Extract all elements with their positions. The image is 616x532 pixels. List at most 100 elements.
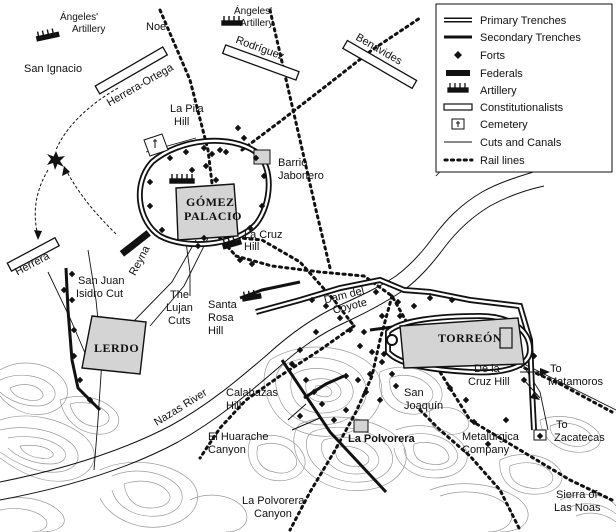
explosion-star-icon — [47, 151, 65, 170]
label-noe: Noe — [146, 21, 166, 33]
fort-icon — [310, 388, 318, 396]
fort-icon — [336, 314, 344, 322]
fort-icon — [260, 172, 268, 180]
legend-label-primary-trenches: Primary Trenches — [480, 15, 567, 27]
benavides-bar — [341, 39, 418, 90]
fort-icon — [394, 298, 402, 306]
fort-icon — [86, 396, 94, 404]
fort-icon — [296, 412, 304, 420]
fort-icon — [296, 346, 304, 354]
fort-icon — [446, 384, 454, 392]
label-angeles-artillery-1: Ángeles'Artillery — [60, 10, 105, 35]
fort-icon — [342, 372, 350, 380]
fort-icon — [248, 260, 256, 268]
fort-icon — [376, 396, 384, 404]
fort-icon — [372, 288, 380, 296]
rodriguez-bar — [221, 44, 300, 81]
fort-icon — [68, 296, 76, 304]
fort-icon — [240, 134, 248, 142]
label-san-ignacio: San Ignacio — [24, 63, 82, 75]
legend-constitutionalists-swatch — [443, 103, 473, 111]
fort-icon — [194, 242, 202, 250]
fort-icon — [60, 286, 68, 294]
fort-icon — [410, 302, 418, 310]
fort-icon — [346, 326, 354, 334]
label-la-polvorera: La Polvorera — [348, 433, 416, 445]
fort-icon — [302, 376, 310, 384]
fort-icon — [200, 144, 208, 152]
legend-label-federals: Federals — [480, 68, 523, 80]
fort-icon — [354, 376, 362, 384]
herrera-ortega-bar — [94, 46, 169, 95]
la-polvorera-town — [353, 419, 369, 433]
fort-icon — [212, 176, 220, 184]
fort-icon — [234, 124, 242, 132]
fort-icon — [70, 326, 78, 334]
fort-icon — [252, 154, 260, 162]
legend: Primary Trenches Secondary Trenches Fort… — [435, 3, 613, 173]
fort-icon — [360, 328, 368, 336]
fort-icon — [378, 312, 386, 320]
fort-icon — [536, 432, 544, 440]
legend-fort-icon — [454, 51, 462, 59]
fort-icon — [396, 312, 404, 320]
fort-icon — [246, 224, 254, 232]
label-lerdo: LERDO — [94, 341, 139, 355]
la-pila-artillery-icon — [169, 174, 195, 184]
label-angeles-artillery-2: Ángeles'Artillery — [234, 4, 273, 29]
fort-icon — [188, 166, 196, 174]
herrera-bar — [6, 236, 61, 272]
fort-icon — [208, 150, 216, 158]
fort-icon — [68, 270, 76, 278]
legend-federals-swatch — [446, 70, 470, 76]
fort-icon — [76, 376, 84, 384]
reyna-federal-bar — [119, 230, 151, 257]
fort-icon — [368, 348, 376, 356]
legend-label-artillery: Artillery — [480, 85, 517, 97]
fort-icon — [378, 358, 386, 366]
angeles-artillery-2-icon — [221, 16, 243, 26]
label-torreon: TORREÓN — [438, 331, 502, 345]
fort-icon — [258, 202, 266, 210]
fort-icon — [388, 370, 396, 378]
angeles-artillery-1-icon — [35, 28, 60, 42]
fort-icon — [356, 342, 364, 350]
fort-icon — [426, 294, 434, 302]
movement-arrows — [34, 87, 119, 237]
fort-icon — [318, 400, 326, 408]
arrowheads — [34, 166, 550, 400]
towns — [81, 149, 547, 441]
cemetery-icon — [143, 133, 169, 157]
fort-icon — [342, 406, 350, 414]
fort-icon — [202, 162, 210, 170]
constitutionalist-positions — [6, 39, 418, 272]
fort-icon — [448, 296, 456, 304]
torreon-town — [399, 317, 525, 369]
fort-icon — [158, 226, 166, 234]
fort-icon — [392, 382, 400, 390]
legend-label-constitutionalists: Constitutionalists — [480, 102, 564, 114]
legend-cemetery-icon — [451, 118, 465, 130]
fort-icon — [146, 178, 154, 186]
fort-icon — [236, 256, 244, 264]
fort-icon — [216, 146, 224, 154]
legend-label-forts: Forts — [480, 50, 506, 62]
direction-arrows — [287, 371, 548, 431]
fort-icon — [146, 202, 154, 210]
fort-icon — [182, 148, 190, 156]
legend-label-secondary-trenches: Secondary Trenches — [480, 32, 581, 44]
fort-icon — [380, 350, 388, 358]
legend-artillery-icon — [447, 83, 469, 93]
santa-rosa-artillery-icon — [241, 289, 262, 302]
fort-icon — [308, 296, 316, 304]
